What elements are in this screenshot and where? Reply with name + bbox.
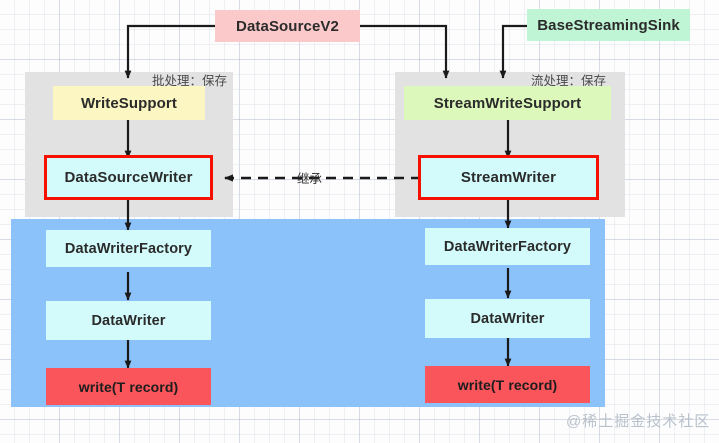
edge-label-inherit: 继承 [297,172,323,186]
stream-group-label: 流处理：保存 [531,74,607,88]
edge-datasourcev2-streamwritesupport [360,24,450,79]
node-datawriter-batch[interactable]: DataWriter [46,301,211,340]
node-datasourcev2[interactable]: DataSourceV2 [215,10,360,42]
node-writesupport[interactable]: WriteSupport [53,86,205,120]
node-streamwritesupport[interactable]: StreamWriteSupport [404,86,611,120]
node-write-record-batch[interactable]: write(T record) [46,368,211,405]
node-write-record-stream[interactable]: write(T record) [425,366,590,403]
node-datasourcewriter[interactable]: DataSourceWriter [44,155,213,200]
edge-basestreamingsink-streamwritesupport [499,24,527,79]
node-datawriterfactory-batch[interactable]: DataWriterFactory [46,230,211,267]
node-datawriterfactory-stream[interactable]: DataWriterFactory [425,228,590,265]
watermark: @稀土掘金技术社区 [566,413,711,430]
node-basestreamingsink[interactable]: BaseStreamingSink [527,9,690,41]
node-datawriter-stream[interactable]: DataWriter [425,299,590,338]
node-streamwriter[interactable]: StreamWriter [418,155,599,200]
